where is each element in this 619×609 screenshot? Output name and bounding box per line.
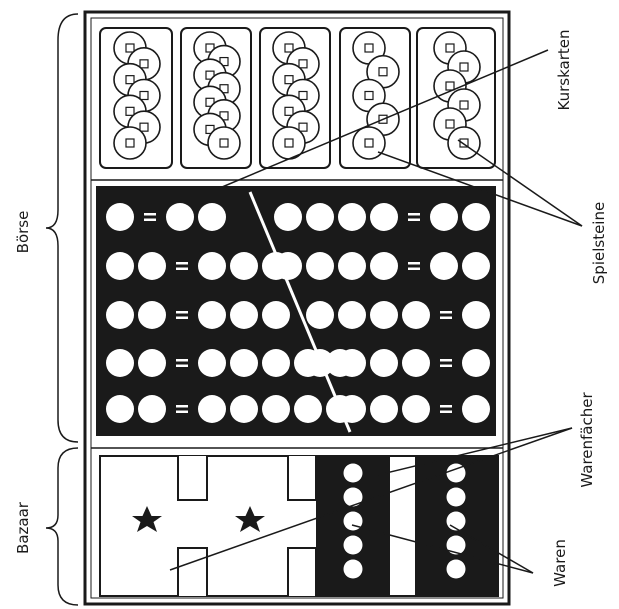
rate-token (230, 252, 258, 280)
boerse-brace (46, 14, 78, 442)
rate-token (370, 301, 398, 329)
rate-token (306, 349, 334, 377)
rate-token (274, 203, 302, 231)
rate-token (198, 349, 226, 377)
rate-token (430, 252, 458, 280)
equals-sign (408, 268, 420, 271)
rate-token (370, 395, 398, 423)
label-bazaar: Bazaar (14, 501, 32, 554)
bazaar-area (100, 456, 498, 596)
rate-token (106, 252, 134, 280)
rate-token (198, 395, 226, 423)
equals-sign (440, 411, 452, 414)
rate-token (262, 349, 290, 377)
rate-token (462, 301, 490, 329)
ware-token (344, 560, 363, 579)
equals-sign (408, 262, 420, 265)
rate-token (198, 252, 226, 280)
label-boerse: Börse (14, 211, 32, 254)
rate-token (306, 252, 334, 280)
coin-icon (114, 127, 146, 159)
rate-token (306, 203, 334, 231)
rate-token (198, 301, 226, 329)
rate-token (230, 349, 258, 377)
rate-token (370, 203, 398, 231)
rate-token (138, 349, 166, 377)
rate-token (338, 252, 366, 280)
ware-token (447, 560, 466, 579)
equals-sign (144, 213, 156, 216)
label-waren: Waren (551, 539, 569, 587)
bazaar-notch-top-left (178, 456, 207, 500)
rate-token (230, 301, 258, 329)
ware-token (344, 536, 363, 555)
coin-icon (448, 127, 480, 159)
equals-sign (440, 405, 452, 408)
equals-sign (408, 213, 420, 216)
equals-sign (176, 268, 188, 271)
rate-token (370, 252, 398, 280)
coin-icon (353, 127, 385, 159)
equals-sign (440, 317, 452, 320)
rate-token (462, 252, 490, 280)
ware-token (344, 464, 363, 483)
rate-token (462, 203, 490, 231)
rate-token (338, 349, 366, 377)
bazaar-notch-top-right (288, 456, 316, 500)
equals-sign (408, 219, 420, 222)
equals-sign (176, 359, 188, 362)
equals-sign (440, 311, 452, 314)
rate-token (274, 252, 302, 280)
equals-sign (176, 262, 188, 265)
rate-token (402, 349, 430, 377)
rate-token (462, 349, 490, 377)
ware-token (447, 488, 466, 507)
rate-token (338, 301, 366, 329)
equals-sign (176, 317, 188, 320)
rate-token (338, 395, 366, 423)
rate-token (138, 252, 166, 280)
rate-token (106, 203, 134, 231)
rate-token (402, 301, 430, 329)
label-spielsteine: Spielsteine (590, 202, 608, 284)
rate-token (262, 395, 290, 423)
equals-sign (176, 411, 188, 414)
bazaar-notch-bottom-right (288, 548, 316, 596)
rate-token (106, 301, 134, 329)
label-kurskarten: Kurskarten (555, 30, 573, 111)
bazaar-notch-bottom-left (178, 548, 207, 596)
rate-token (338, 203, 366, 231)
rate-token (370, 349, 398, 377)
rate-token (198, 203, 226, 231)
rate-token (294, 395, 322, 423)
equals-sign (144, 219, 156, 222)
label-warenfaecher: Warenfächer (578, 392, 596, 488)
rate-token (230, 395, 258, 423)
rate-token (306, 301, 334, 329)
coin-icon (208, 127, 240, 159)
equals-sign (440, 365, 452, 368)
rate-token (106, 395, 134, 423)
equals-sign (176, 311, 188, 314)
ware-token (447, 536, 466, 555)
rate-token (166, 203, 194, 231)
rate-token (430, 203, 458, 231)
equals-sign (176, 365, 188, 368)
rate-token (106, 349, 134, 377)
rate-token (402, 395, 430, 423)
rate-token (138, 301, 166, 329)
bazaar-brace (46, 448, 78, 605)
rate-token (138, 395, 166, 423)
rate-token (462, 395, 490, 423)
equals-sign (176, 405, 188, 408)
equals-sign (440, 359, 452, 362)
rate-token (262, 301, 290, 329)
